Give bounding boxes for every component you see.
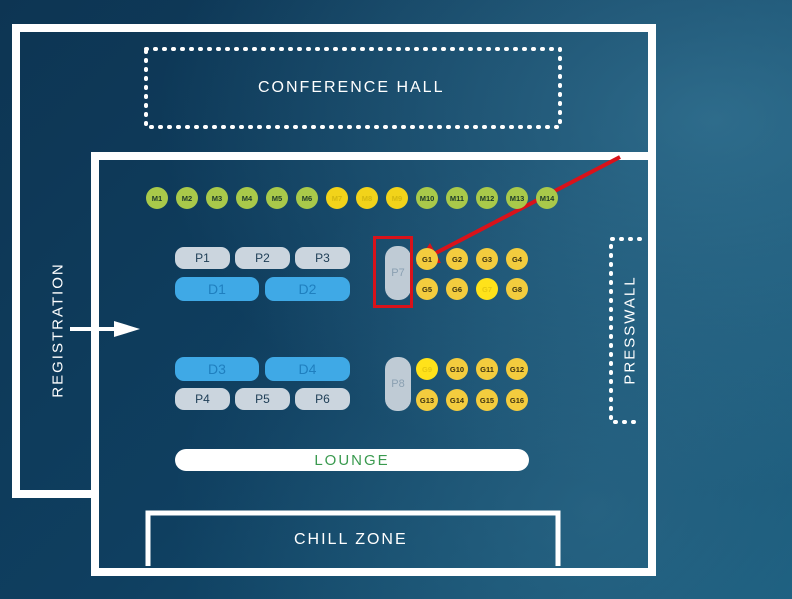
booth-m3[interactable]: M3 (206, 187, 228, 209)
conference-hall-label: CONFERENCE HALL (258, 79, 445, 96)
booth-g5[interactable]: G5 (416, 278, 438, 300)
booth-g14[interactable]: G14 (446, 389, 468, 411)
booth-g16[interactable]: G16 (506, 389, 528, 411)
booth-m10[interactable]: M10 (416, 187, 438, 209)
booth-g4[interactable]: G4 (506, 248, 528, 270)
booth-g8[interactable]: G8 (506, 278, 528, 300)
booth-d4[interactable]: D4 (265, 357, 350, 381)
booth-g12[interactable]: G12 (506, 358, 528, 380)
booth-g15[interactable]: G15 (476, 389, 498, 411)
booth-m8[interactable]: M8 (356, 187, 378, 209)
booth-p7[interactable]: P7 (385, 246, 411, 300)
booth-m2[interactable]: M2 (176, 187, 198, 209)
booth-d2[interactable]: D2 (265, 277, 350, 301)
booth-d3[interactable]: D3 (175, 357, 259, 381)
booth-m4[interactable]: M4 (236, 187, 258, 209)
booth-g13[interactable]: G13 (416, 389, 438, 411)
booth-g6[interactable]: G6 (446, 278, 468, 300)
booth-g1[interactable]: G1 (416, 248, 438, 270)
booth-m11[interactable]: M11 (446, 187, 468, 209)
booth-m12[interactable]: M12 (476, 187, 498, 209)
booth-p6[interactable]: P6 (295, 388, 350, 410)
booth-p4[interactable]: P4 (175, 388, 230, 410)
booth-p8[interactable]: P8 (385, 357, 411, 411)
booth-p3[interactable]: P3 (295, 247, 350, 269)
booth-g7[interactable]: G7 (476, 278, 498, 300)
presswall-label: PRESSWALL (621, 275, 639, 385)
booth-g9[interactable]: G9 (416, 358, 438, 380)
booth-d1[interactable]: D1 (175, 277, 259, 301)
booth-g3[interactable]: G3 (476, 248, 498, 270)
booth-p2[interactable]: P2 (235, 247, 290, 269)
booth-p1[interactable]: P1 (175, 247, 230, 269)
booth-m1[interactable]: M1 (146, 187, 168, 209)
booth-m6[interactable]: M6 (296, 187, 318, 209)
booth-m5[interactable]: M5 (266, 187, 288, 209)
lounge-area[interactable]: LOUNGE (175, 449, 529, 471)
booth-m14[interactable]: M14 (536, 187, 558, 209)
booth-g11[interactable]: G11 (476, 358, 498, 380)
registration-label: REGISTRATION (49, 262, 67, 398)
highlight-box (373, 236, 413, 308)
booth-m13[interactable]: M13 (506, 187, 528, 209)
booth-p5[interactable]: P5 (235, 388, 290, 410)
booth-g2[interactable]: G2 (446, 248, 468, 270)
booth-m9[interactable]: M9 (386, 187, 408, 209)
booth-m7[interactable]: M7 (326, 187, 348, 209)
chill-zone-label: CHILL ZONE (294, 531, 408, 548)
booth-g10[interactable]: G10 (446, 358, 468, 380)
